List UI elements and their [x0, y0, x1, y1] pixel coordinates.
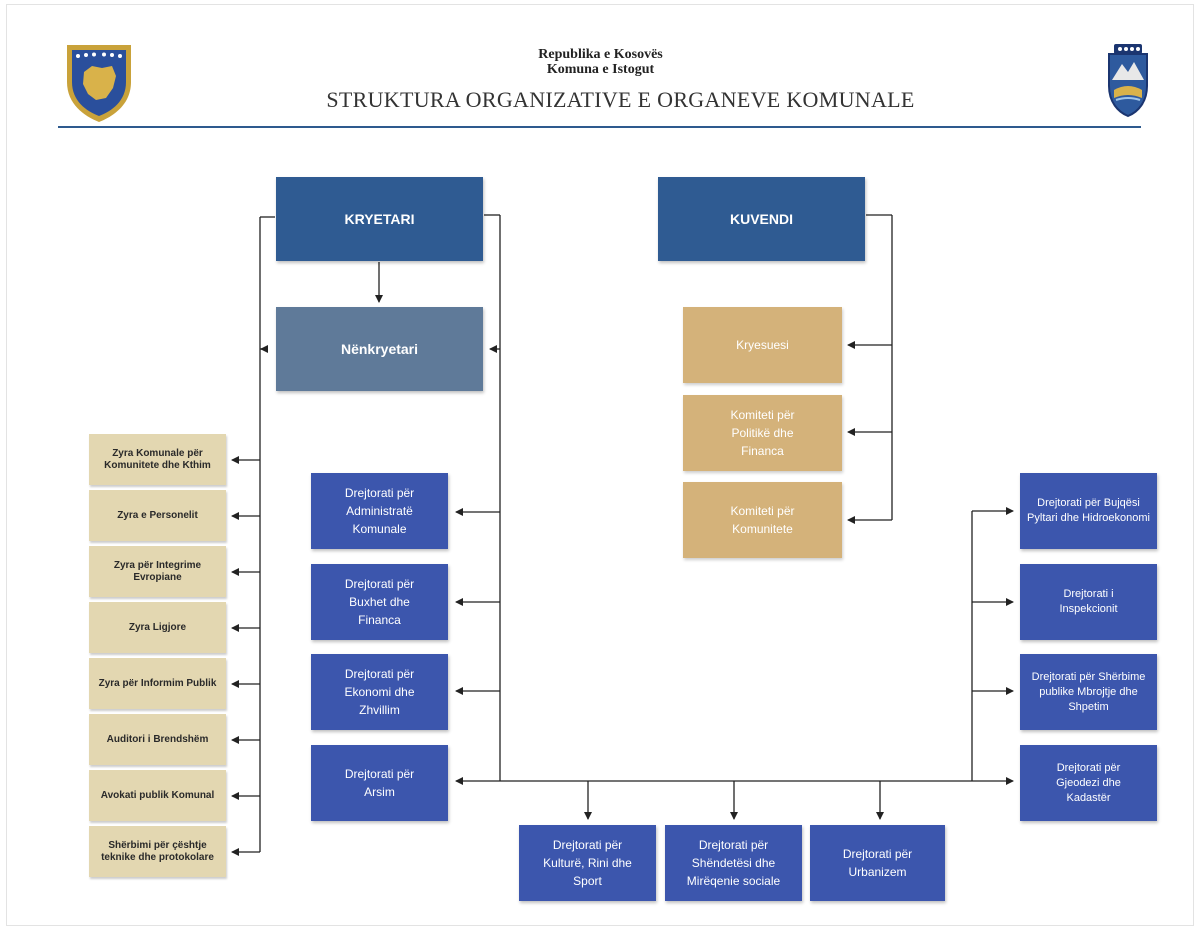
- istog-municipality-emblem-icon: [1108, 44, 1148, 118]
- office-box: Auditori i Brendshëm: [89, 714, 226, 765]
- assembly-box-chair: Kryesuesi: [683, 307, 842, 383]
- directorate-box: Drejtorati për Bujqësi Pyltari dhe Hidro…: [1020, 473, 1157, 549]
- kosovo-coat-of-arms-icon: [67, 45, 131, 122]
- directorate-box: Drejtorati për Shërbime publike Mbrojtje…: [1020, 654, 1157, 730]
- directorate-box: Drejtorati për Buxhet dhe Financa: [311, 564, 448, 640]
- directorate-box: Drejtorati për Gjeodezi dhe Kadastër: [1020, 745, 1157, 821]
- directorate-box: Drejtorati për Ekonomi dhe Zhvillim: [311, 654, 448, 730]
- header-country: Republika e Kosovës: [538, 47, 663, 62]
- page-frame: [6, 4, 1194, 926]
- assembly-box-finance-committee: Komiteti për Politikë dhe Financa: [683, 395, 842, 471]
- directorate-box: Drejtorati për Urbanizem: [810, 825, 945, 901]
- directorate-box: Drejtorati për Administratë Komunale: [311, 473, 448, 549]
- nenkryetari-box: Nënkryetari: [276, 307, 483, 391]
- directorate-box: Drejtorati për Arsim: [311, 745, 448, 821]
- office-box: Shërbimi për çështje teknike dhe protoko…: [89, 826, 226, 877]
- directorate-box: Drejtorati i Inspekcionit: [1020, 564, 1157, 640]
- assembly-box-communities-committee: Komiteti për Komunitete: [683, 482, 842, 558]
- office-box: Zyra e Personelit: [89, 490, 226, 541]
- office-box: Zyra Komunale për Komunitete dhe Kthim: [89, 434, 226, 485]
- header-divider: [58, 126, 1141, 128]
- office-box: Zyra për Informim Publik: [89, 658, 226, 709]
- office-box: Avokati publik Komunal: [89, 770, 226, 821]
- directorate-box: Drejtorati për Kulturë, Rini dhe Sport: [519, 825, 656, 901]
- kuvendi-box: KUVENDI: [658, 177, 865, 261]
- kryetari-box: KRYETARI: [276, 177, 483, 261]
- directorate-box: Drejtorati për Shëndetësi dhe Mirëqenie …: [665, 825, 802, 901]
- office-box: Zyra për Integrime Evropiane: [89, 546, 226, 597]
- header-municipality: Komuna e Istogut: [546, 62, 655, 77]
- page-title: STRUKTURA ORGANIZATIVE E ORGANEVE KOMUNA…: [326, 87, 915, 112]
- office-box: Zyra Ligjore: [89, 602, 226, 653]
